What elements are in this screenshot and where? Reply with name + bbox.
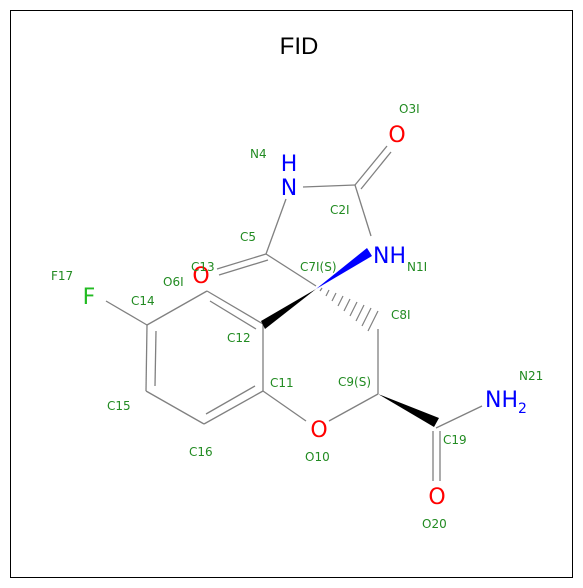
diagram-title: FID <box>280 33 319 60</box>
label-o20: O20 <box>422 517 447 531</box>
label-c9: C9(S) <box>338 375 371 389</box>
wedge-c7i-c12 <box>261 289 316 329</box>
label-c16: C16 <box>189 445 213 459</box>
label-c13: C13 <box>191 260 215 274</box>
bond-c19-n21 <box>435 405 483 429</box>
bond-o10-c9 <box>328 393 379 422</box>
hash-c7i-c8i <box>319 287 379 332</box>
bond-c13-c14 <box>146 290 208 326</box>
bond-c2i-o3i-b <box>360 151 392 190</box>
bond-c16-c11-inner <box>205 385 256 415</box>
bond-c2i-o3i-a <box>354 145 388 186</box>
bond-c11-o10 <box>262 390 307 422</box>
bond-c14-f17 <box>105 300 148 326</box>
o3i-symbol: O <box>388 123 405 148</box>
wedge-c7i-n1i <box>316 248 372 289</box>
bond-n4-c5 <box>265 198 287 255</box>
bond-c13-c12 <box>206 290 264 325</box>
molecule-diagram: FID H N O NH O F O O NH2 N4 O3I C2I C5 C… <box>51 33 543 531</box>
label-c8i: C8I <box>391 308 411 322</box>
bond-n4-c2i <box>302 184 356 188</box>
n1i-symbol: NH <box>373 244 406 269</box>
label-n4: N4 <box>250 147 267 161</box>
label-c7i: C7I(S) <box>300 260 337 274</box>
label-c19: C19 <box>443 433 467 447</box>
bond-c5-c7i <box>265 253 317 287</box>
label-f17: F17 <box>51 269 73 283</box>
bond-c2i-n1i <box>354 184 372 237</box>
label-n1i: N1I <box>407 260 427 274</box>
bond-c5-o6i-a <box>216 253 267 270</box>
label-n21: N21 <box>519 369 543 383</box>
atom-symbols: H N O NH O F O O NH2 <box>83 123 527 510</box>
bond-c13-c12-inner <box>209 300 257 330</box>
stereo-bonds <box>261 248 439 427</box>
atom-labels: N4 O3I C2I C5 C7I(S) N1I F17 O6I C13 C14… <box>51 102 543 531</box>
bond-c14-c15 <box>145 324 148 392</box>
label-o3i: O3I <box>399 102 420 116</box>
diagram-frame: FID H N O NH O F O O NH2 N4 O3I C2I C5 C… <box>10 10 573 578</box>
n4-hydrogen: H <box>281 152 298 177</box>
o10-symbol: O <box>310 418 327 443</box>
bond-c5-o6i-b <box>218 259 269 276</box>
label-o10: O10 <box>305 450 330 464</box>
o20-symbol: O <box>428 485 445 510</box>
label-c15: C15 <box>107 399 131 413</box>
wedge-c9-c19 <box>378 394 439 427</box>
bond-c14-c15-inner <box>154 330 157 387</box>
n21-symbol: NH2 <box>485 388 527 417</box>
bond-c15-c16 <box>145 390 205 425</box>
label-c12: C12 <box>227 331 251 345</box>
label-c14: C14 <box>131 294 155 308</box>
label-o6i: O6I <box>163 275 184 289</box>
label-c2i: C2I <box>330 203 350 217</box>
bonds <box>105 145 483 481</box>
n4-symbol: N <box>281 176 297 201</box>
label-c11: C11 <box>270 376 294 390</box>
label-c5: C5 <box>240 230 256 244</box>
f17-symbol: F <box>83 285 96 310</box>
bond-c16-c11 <box>203 390 264 425</box>
o6i-symbol: O <box>192 264 209 289</box>
